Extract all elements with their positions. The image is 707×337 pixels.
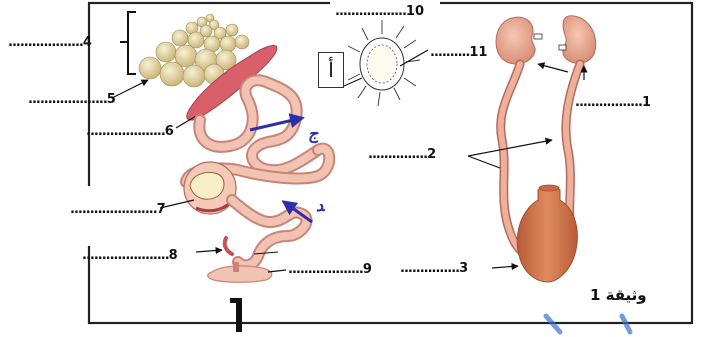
- arteriole: [225, 238, 232, 254]
- pointer-11: [400, 50, 428, 66]
- label-5-blank: ....................: [28, 92, 107, 107]
- glomerulus: [190, 173, 224, 200]
- cell-inner: [367, 45, 397, 83]
- label-8-number: 8: [169, 248, 178, 263]
- label-6: ....................6: [86, 125, 174, 138]
- label-3-blank: ...............: [400, 261, 459, 276]
- label-8: ......................8: [82, 249, 178, 262]
- label-4: ...................4: [8, 36, 92, 49]
- label-4-number: 4: [83, 35, 92, 50]
- label-4-blank: ...................: [8, 35, 83, 50]
- box-label: أ: [318, 52, 344, 88]
- pointer-1a: [538, 64, 568, 72]
- left-kidney: [496, 17, 535, 64]
- pointer-6: [176, 116, 196, 128]
- left-kidney-hilum: [534, 34, 542, 39]
- stand-bar-tab: [230, 298, 238, 303]
- bladder-neck: [539, 185, 559, 191]
- pointer-8: [196, 250, 222, 252]
- pointer-2b: [468, 156, 500, 168]
- right-kidney: [563, 16, 596, 63]
- label-9-blank: ...................: [288, 262, 363, 277]
- label-10-number: 10: [406, 4, 424, 19]
- label-11-blank: ..........: [430, 45, 469, 60]
- label-7-number: 7: [157, 202, 166, 217]
- label-6-number: 6: [165, 124, 174, 139]
- bracket-4: [120, 12, 136, 74]
- label-2-blank: ...............: [368, 147, 427, 162]
- flow-letter-upper: ج: [308, 124, 318, 143]
- nephron: [112, 12, 329, 332]
- label-1-number: 1: [642, 95, 651, 110]
- label-2: ...............2: [368, 148, 436, 161]
- label-8-blank: ......................: [82, 248, 169, 263]
- stand-bar: [236, 298, 242, 332]
- figure-caption: وثيقة 1: [590, 286, 647, 304]
- label-11: ..........11: [430, 46, 487, 59]
- label-2-number: 2: [427, 147, 436, 162]
- pointer-9: [268, 270, 286, 272]
- label-5-number: 5: [107, 92, 116, 107]
- label-10-blank: ..................: [335, 4, 406, 19]
- label-1: .................1: [575, 96, 651, 109]
- pointer-3: [492, 266, 518, 268]
- label-5: ....................5: [28, 93, 116, 106]
- label-10: ..................10: [335, 5, 424, 18]
- bottom-duct: [208, 266, 272, 282]
- right-kidney-hilum: [559, 45, 566, 50]
- label-6-blank: ....................: [86, 124, 165, 139]
- pointer-2a: [468, 140, 552, 156]
- label-7: ......................7: [70, 203, 166, 216]
- pointer-box: [344, 78, 362, 86]
- label-9-number: 9: [363, 262, 372, 277]
- label-9: ...................9: [288, 263, 372, 276]
- label-3: ...............3: [400, 262, 468, 275]
- label-7-blank: ......................: [70, 202, 157, 217]
- label-1-blank: .................: [575, 95, 642, 110]
- pointer-5: [112, 80, 148, 98]
- label-11-number: 11: [469, 45, 487, 60]
- label-3-number: 3: [459, 261, 468, 276]
- cell-detail: [344, 20, 428, 106]
- flow-letter-lower: ﺪ: [316, 196, 324, 215]
